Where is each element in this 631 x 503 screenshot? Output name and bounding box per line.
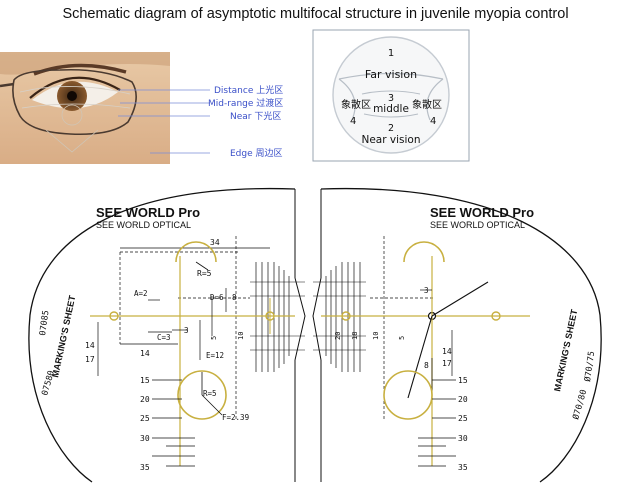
right-brand: SEE WORLD Pro <box>430 205 534 220</box>
left-v14: 14 <box>140 349 150 358</box>
eye-photo: Distance 上光区 Mid-range 过渡区 Near 下光区 Edge… <box>0 52 283 164</box>
left-v10: 10 <box>237 332 245 340</box>
right-v3: 3 <box>424 286 429 295</box>
zone2-number: 2 <box>388 123 394 134</box>
left-pd-marker <box>109 311 119 321</box>
left-c3: C=3 <box>157 333 171 342</box>
left-marking-sheet <box>28 187 306 483</box>
right-v8: 8 <box>424 361 429 370</box>
right-scale-20: 20 <box>458 395 468 404</box>
left-code-1: 07085 <box>38 310 51 337</box>
right-fitting-cross <box>341 311 351 321</box>
left-r5-top: R=5 <box>197 269 212 278</box>
zone3-number: 3 <box>388 93 394 104</box>
left-v17: 17 <box>85 355 95 364</box>
left-e12: E=12 <box>206 351 224 360</box>
right-brand-sub: SEE WORLD OPTICAL <box>430 220 525 230</box>
left-scale-30: 30 <box>140 434 150 443</box>
figure-title: Schematic diagram of asymptotic multifoc… <box>62 6 569 22</box>
left-periphery-label: 象散区 <box>341 98 371 111</box>
left-scale-25: 25 <box>140 414 150 423</box>
right-sheet-outline <box>320 187 602 483</box>
label-distance: Distance 上光区 <box>214 84 283 96</box>
label-edge: Edge 周边区 <box>230 148 283 159</box>
label-midrange: Mid-range 过渡区 <box>208 97 283 109</box>
right-code-2: Ø70/80 <box>570 388 589 421</box>
left-scale-20: 20 <box>140 395 150 404</box>
left-v3: 3 <box>184 326 189 335</box>
left-dim-34: 34 <box>210 238 220 247</box>
left-brand-sub: SEE WORLD OPTICAL <box>96 220 191 230</box>
left-v5: 5 <box>210 336 218 340</box>
right-marking-label: MARKING'S SHEET <box>552 308 579 392</box>
left-scale-35: 35 <box>140 463 150 472</box>
right-code-1: Ø70/75 <box>582 350 597 382</box>
right-periphery-number: 4 <box>430 116 436 127</box>
left-code-2: 07580 <box>40 369 57 396</box>
zone2-label: Near vision <box>361 134 420 146</box>
right-distance-arc <box>403 241 445 263</box>
left-near-circle <box>177 370 227 420</box>
glasses-frame <box>12 68 137 136</box>
left-scale-15: 15 <box>140 376 150 385</box>
right-pd-marker <box>491 311 501 321</box>
right-scale-15: 15 <box>458 376 468 385</box>
left-a2: A=2 <box>134 289 148 298</box>
left-f: F=2.39 <box>222 413 249 422</box>
zone3-label: middle <box>373 103 409 115</box>
right-v14: 14 <box>442 347 452 356</box>
left-v14-b: 14 <box>85 341 95 350</box>
left-sheet-text: SEE WORLD Pro SEE WORLD OPTICAL MARKING'… <box>38 205 249 472</box>
left-v8: 8 <box>232 293 237 302</box>
right-periphery-label: 象散区 <box>412 98 442 111</box>
left-d6: D=6 <box>210 293 224 302</box>
left-brand: SEE WORLD Pro <box>96 205 200 220</box>
left-marking-label: MARKING'S SHEET <box>50 294 77 378</box>
right-v10: 10 <box>372 332 380 340</box>
right-v20: 20 <box>334 332 342 340</box>
zone1-label: Far vision <box>365 68 417 81</box>
left-periphery-number: 4 <box>350 116 356 127</box>
zone1-number: 1 <box>388 48 394 59</box>
right-scale-25: 25 <box>458 414 468 423</box>
left-sheet-outline <box>28 187 296 483</box>
right-sheet-text: SEE WORLD Pro SEE WORLD OPTICAL MARKING'… <box>334 205 597 472</box>
right-v17: 17 <box>442 359 452 368</box>
right-scale-30: 30 <box>458 434 468 443</box>
left-distance-arc <box>175 241 217 263</box>
lens-circle <box>332 36 450 154</box>
leader-lines <box>118 89 210 154</box>
right-near-circle <box>383 370 433 420</box>
right-v18: 18 <box>351 332 359 340</box>
left-r5-bot: R=5 <box>203 389 217 398</box>
right-marking-sheet <box>312 187 602 483</box>
right-v5: 5 <box>398 336 406 340</box>
lens-zone-diagram: 1 Far vision 3 middle 2 Near vision 象散区 … <box>312 29 470 162</box>
label-near: Near 下光区 <box>230 110 281 122</box>
right-scale-35: 35 <box>458 463 468 472</box>
